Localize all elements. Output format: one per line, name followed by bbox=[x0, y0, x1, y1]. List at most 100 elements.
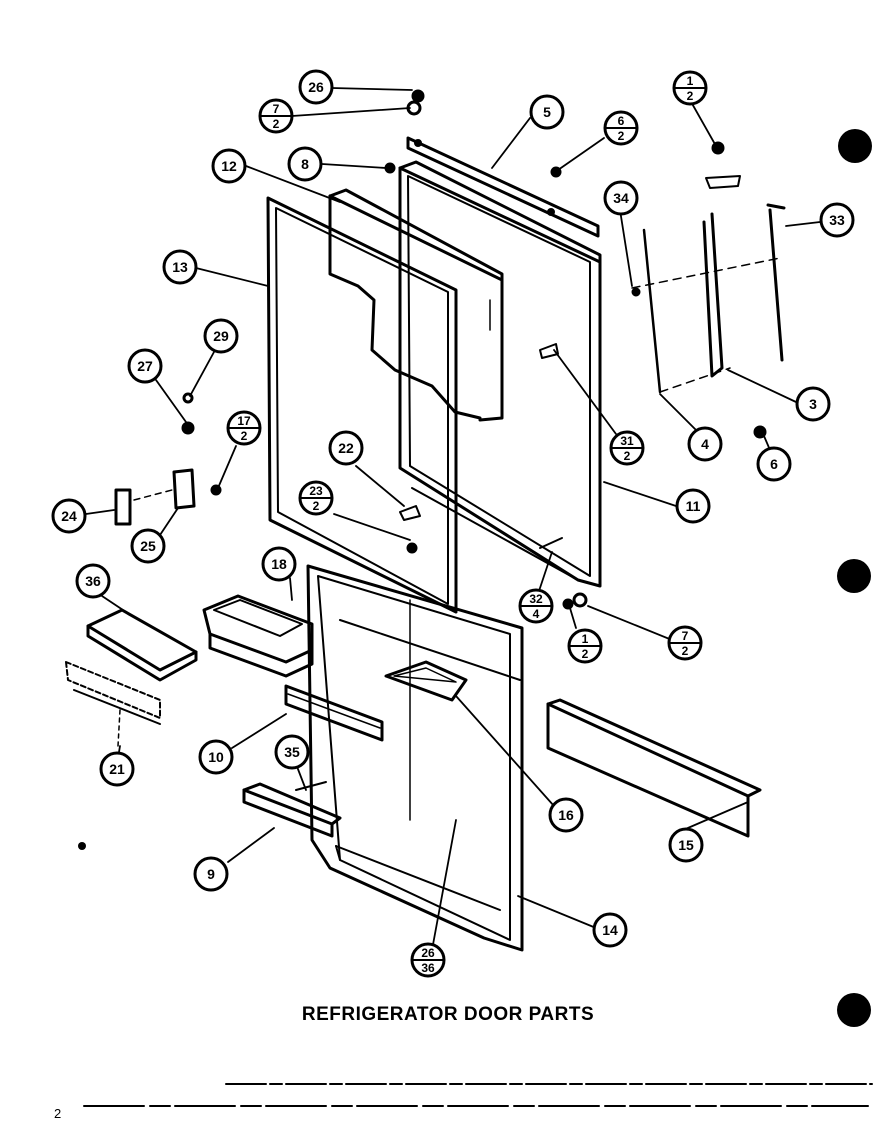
callout-number: 1 bbox=[687, 74, 694, 88]
callout-c12: 12 bbox=[211, 148, 247, 184]
callout-quantity: 2 bbox=[618, 129, 625, 143]
callout-c24: 24 bbox=[51, 498, 87, 534]
freezer-door-outer bbox=[398, 160, 602, 588]
callout-number: 26 bbox=[421, 946, 435, 960]
egg-shelf bbox=[384, 660, 468, 702]
callout-circle bbox=[298, 69, 334, 105]
callout-quantity: 2 bbox=[624, 449, 631, 463]
callout-number: 16 bbox=[558, 807, 574, 823]
callout-circle bbox=[603, 180, 639, 216]
callout-c32_4: 324 bbox=[518, 588, 554, 624]
page-rules bbox=[83, 1083, 873, 1107]
shelf-bar bbox=[284, 684, 384, 742]
callout-circle bbox=[198, 739, 234, 775]
callout-circle bbox=[274, 734, 310, 770]
callout-c15: 15 bbox=[668, 827, 704, 863]
callout-number: 17 bbox=[237, 414, 251, 428]
callout-number: 26 bbox=[308, 79, 324, 95]
door-gasket bbox=[266, 196, 458, 614]
callout-quantity: 4 bbox=[533, 607, 540, 621]
callout-c11: 11 bbox=[675, 488, 711, 524]
callout-number: 14 bbox=[602, 922, 618, 938]
freezer-liner-block bbox=[328, 188, 504, 422]
callout-circle bbox=[99, 751, 135, 787]
callout-number: 24 bbox=[61, 508, 77, 524]
small-hardware bbox=[181, 89, 588, 610]
callout-c22: 22 bbox=[328, 430, 364, 466]
callout-number: 25 bbox=[140, 538, 156, 554]
callout-number: 36 bbox=[85, 573, 101, 589]
callout-number: 6 bbox=[618, 114, 625, 128]
callout-number: 32 bbox=[529, 592, 543, 606]
callout-number: 34 bbox=[613, 190, 629, 206]
top-hinge-bar bbox=[406, 136, 600, 238]
callout-number: 1 bbox=[582, 632, 589, 646]
covered-dish bbox=[202, 594, 314, 678]
callout-number: 13 bbox=[172, 259, 188, 275]
callout-c31_2: 312 bbox=[609, 430, 645, 466]
callout-c8: 8 bbox=[287, 146, 323, 182]
refrigerator-door bbox=[306, 564, 524, 952]
callout-circle bbox=[592, 912, 628, 948]
callout-c7_2b: 72 bbox=[667, 625, 703, 661]
callout-c25: 25 bbox=[130, 528, 166, 564]
callout-circle bbox=[668, 827, 704, 863]
callout-c3: 3 bbox=[795, 386, 831, 422]
callout-c1_2a: 12 bbox=[672, 70, 708, 106]
callout-quantity: 36 bbox=[421, 961, 435, 975]
callout-circle bbox=[287, 146, 323, 182]
callout-circle bbox=[75, 563, 111, 599]
callout-circle bbox=[162, 249, 198, 285]
callout-c35: 35 bbox=[274, 734, 310, 770]
callout-circle bbox=[795, 386, 831, 422]
callout-circle bbox=[548, 797, 584, 833]
callout-number: 10 bbox=[208, 749, 224, 765]
callout-number: 27 bbox=[137, 358, 153, 374]
callout-c29: 29 bbox=[203, 318, 239, 354]
callout-quantity: 2 bbox=[273, 117, 280, 131]
callout-quantity: 2 bbox=[313, 499, 320, 513]
callout-number: 18 bbox=[271, 556, 287, 572]
callout-number: 11 bbox=[686, 498, 701, 514]
callout-number: 35 bbox=[284, 744, 300, 760]
callout-circle bbox=[127, 348, 163, 384]
door-bin bbox=[65, 661, 161, 747]
callout-number: 5 bbox=[543, 104, 551, 120]
callout-c21: 21 bbox=[99, 751, 135, 787]
callout-c14: 14 bbox=[592, 912, 628, 948]
hinge-rails bbox=[631, 141, 786, 439]
callout-c27: 27 bbox=[127, 348, 163, 384]
callout-number: 7 bbox=[682, 629, 689, 643]
callout-circle bbox=[756, 446, 792, 482]
callout-quantity: 2 bbox=[241, 429, 248, 443]
callout-c36: 36 bbox=[75, 563, 111, 599]
callout-circle bbox=[130, 528, 166, 564]
callout-c26a: 26 bbox=[298, 69, 334, 105]
callout-number: 15 bbox=[678, 837, 694, 853]
callout-c23_2: 232 bbox=[298, 480, 334, 516]
callout-number: 29 bbox=[213, 328, 229, 344]
callout-circle bbox=[193, 856, 229, 892]
callout-c5: 5 bbox=[529, 94, 565, 130]
callout-c9: 9 bbox=[193, 856, 229, 892]
callout-c34: 34 bbox=[603, 180, 639, 216]
callout-c16: 16 bbox=[548, 797, 584, 833]
callout-circle bbox=[819, 202, 855, 238]
binder-holes bbox=[78, 129, 872, 1027]
callout-circle bbox=[203, 318, 239, 354]
diagram-title: REFRIGERATOR DOOR PARTS bbox=[301, 1004, 595, 1025]
callout-number: 7 bbox=[273, 102, 280, 116]
callout-c4: 4 bbox=[687, 426, 723, 462]
callout-c7_2a: 72 bbox=[258, 98, 294, 134]
callout-c10: 10 bbox=[198, 739, 234, 775]
leader-lines bbox=[85, 87, 821, 951]
callout-c18: 18 bbox=[261, 546, 297, 582]
callout-number: 22 bbox=[338, 440, 354, 456]
callout-circle bbox=[261, 546, 297, 582]
callout-c13: 13 bbox=[162, 249, 198, 285]
callout-number: 6 bbox=[770, 456, 778, 472]
callout-number: 4 bbox=[701, 436, 709, 452]
callout-number: 12 bbox=[221, 158, 237, 174]
